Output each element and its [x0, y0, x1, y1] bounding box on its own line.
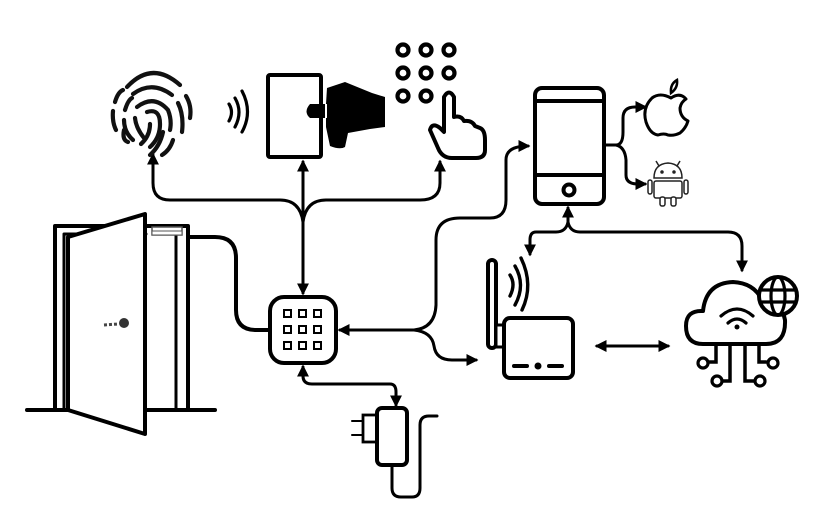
- connectors: [147, 101, 748, 408]
- pointing-finger-icon: [428, 90, 487, 160]
- edge-phone-android: [614, 143, 648, 190]
- edge-door-controller: [188, 235, 270, 332]
- globe-icon: [757, 275, 799, 317]
- keypad-controller-icon: [268, 295, 338, 365]
- cloud-network-icon: [684, 275, 799, 388]
- signal-wave-icon: [227, 102, 234, 123]
- door-handle-icon: [119, 318, 129, 328]
- edge-controller-router: [412, 328, 479, 366]
- fingerprint-icon: [110, 70, 193, 158]
- power-adapter-icon: [351, 406, 439, 499]
- edge-controller-pinpad: [301, 159, 446, 224]
- rfid-card-tap-icon: [227, 73, 385, 159]
- edge-phone-cloud: [566, 220, 748, 273]
- apple-icon: [643, 77, 690, 137]
- pin-keypad-touch-icon: [395, 42, 487, 160]
- wifi-signal-icon: [508, 273, 515, 298]
- circuit-lines-icon: [707, 342, 768, 383]
- smartphone-icon: [533, 86, 606, 206]
- wifi-icon: [719, 307, 755, 318]
- edge-controller-fingerprint: [147, 152, 305, 224]
- edge-controller-phone: [412, 140, 531, 332]
- wifi-router-icon: [486, 256, 575, 380]
- edge-phone-router: [524, 205, 574, 257]
- hand-icon: [306, 82, 385, 149]
- antenna-icon: [486, 258, 498, 350]
- edge-controller-power: [297, 364, 402, 408]
- android-icon: [647, 160, 689, 207]
- door-icon: [25, 212, 217, 436]
- edge-phone-apple: [604, 101, 648, 147]
